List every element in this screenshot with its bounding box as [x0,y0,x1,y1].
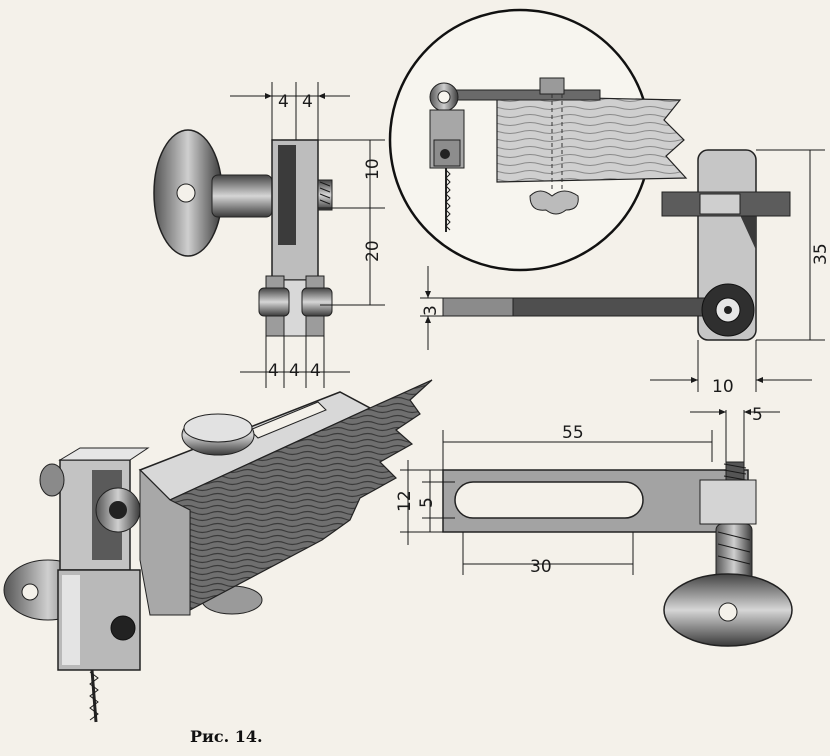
side-view: 35 10 3 [420,149,830,397]
dim-front-top-right: 4 [302,92,313,112]
dim-side-width: 10 [712,377,734,397]
figure-caption: Рис. 14. [190,727,263,746]
thread-end [317,179,333,211]
dim-side-arm-thickness: 3 [421,305,441,316]
dim-plate-length: 55 [562,423,584,443]
dim-front-bottom-left: 4 [268,361,279,381]
knob-hole [176,183,196,203]
dim-side-height: 35 [811,243,830,265]
clamp-plate-dark [278,145,296,245]
roller-left [258,287,290,317]
dim-front-top-left: 4 [278,92,289,112]
dim-front-height-upper: 10 [363,158,383,180]
roller-right [301,287,333,317]
persp-wood [168,379,433,611]
dim-plate-slot-length: 30 [530,557,552,577]
plate-view: 55 5 12 5 30 [395,405,793,647]
perspective-view [3,379,433,723]
knob-shaft [211,174,273,218]
dim-front-bottom-mid: 4 [289,361,300,381]
plate-slot [454,481,644,519]
dim-plate-slot-height: 5 [417,497,437,508]
detail-wood-board [496,95,688,183]
detail-circle [388,8,688,272]
dim-front-bottom-right: 4 [310,361,321,381]
dim-plate-screw: 5 [752,405,763,425]
front-view: 4 4 10 20 4 4 4 [153,82,385,388]
dim-front-height-lower: 20 [363,240,383,262]
dim-plate-height: 12 [395,490,415,512]
detail-wing-nut [529,190,579,215]
